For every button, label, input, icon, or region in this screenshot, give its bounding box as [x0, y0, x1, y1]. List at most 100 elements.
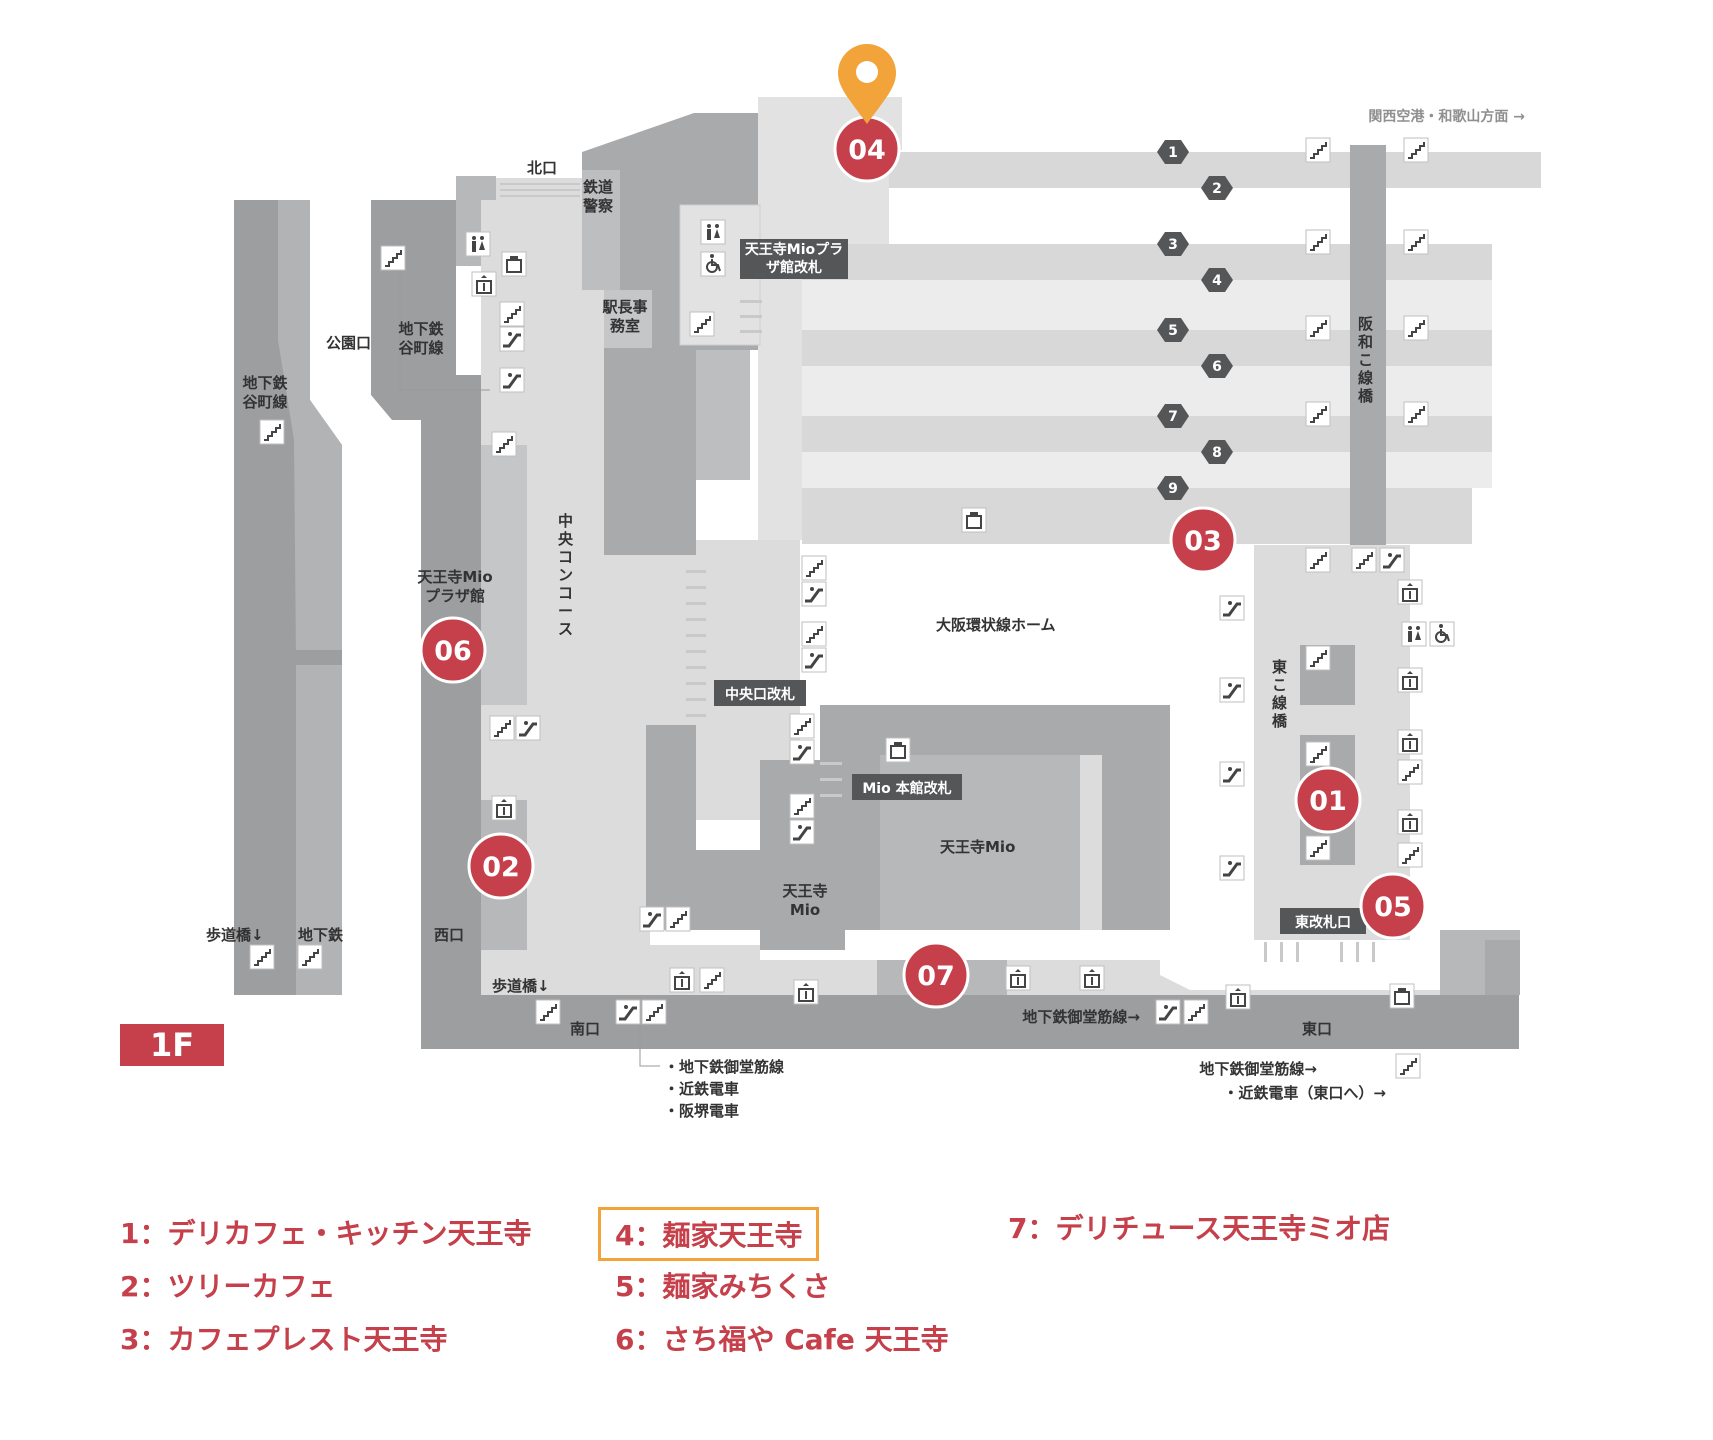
stairs-icon — [297, 944, 323, 970]
label-kitaguchi: 北口 — [527, 159, 557, 177]
location-pin-icon — [838, 44, 896, 124]
stairs-icon — [1305, 835, 1331, 861]
stairs-icon — [801, 555, 827, 581]
escalator-icon — [514, 714, 542, 742]
escalator-icon — [1218, 854, 1246, 882]
label-minamiguchi: 南口 — [570, 1020, 600, 1038]
stairs-icon — [1397, 842, 1423, 868]
ticket-machine-icon — [885, 737, 911, 763]
legend-item-3[interactable]: 3：カフェプレスト天王寺 — [120, 1323, 448, 1356]
shop-marker-03[interactable]: 03 — [1169, 506, 1237, 574]
shop-marker-01[interactable]: 01 — [1294, 766, 1362, 834]
label-midosuji-east: 地下鉄御堂筋線→ — [1199, 1060, 1317, 1078]
elevator-icon — [491, 795, 517, 821]
shop-marker-07[interactable]: 07 — [902, 941, 970, 1009]
track-numbers: 1 2 3 4 5 6 7 8 9 — [1157, 140, 1233, 500]
legend-item-4[interactable]: 4：麺家天王寺 — [598, 1207, 820, 1261]
label-tennoji-mio: 天王寺Mio — [940, 838, 1015, 856]
wheelchair-icon — [700, 251, 726, 277]
svg-text:04: 04 — [848, 135, 886, 166]
elevator-icon — [793, 979, 819, 1005]
stairs-icon — [259, 419, 285, 445]
track-4: 4 — [1201, 268, 1233, 292]
label-nishiguchi: 西口 — [434, 926, 464, 944]
escalator-icon — [788, 818, 816, 846]
stairs-icon — [789, 793, 815, 819]
legend-item-6[interactable]: 6：さち福や Cafe 天王寺 — [615, 1323, 949, 1356]
label-higashi-bridge: 東こ線橋 — [1272, 658, 1287, 730]
stairs-icon — [801, 621, 827, 647]
tag-higashi-gate: 東改札口 — [1295, 914, 1351, 931]
shop-marker-05[interactable]: 05 — [1359, 872, 1427, 940]
shop-marker-02[interactable]: 02 — [467, 832, 535, 900]
stairs-icon — [1305, 645, 1331, 671]
label-osaka-loop-home: 大阪環状線ホーム — [936, 616, 1056, 634]
stairs-icon — [1403, 315, 1429, 341]
elevator-icon — [1397, 809, 1423, 835]
label-subway-tanimachi-a: 地下鉄谷町線 — [242, 374, 287, 411]
svg-text:2: 2 — [1212, 181, 1222, 197]
svg-text:6: 6 — [1212, 359, 1222, 375]
stairs-icon — [699, 967, 725, 993]
label-hodokyo-left: 歩道橋↓ — [206, 926, 264, 944]
stairs-icon — [1351, 547, 1377, 573]
wheelchair-icon — [1429, 621, 1455, 647]
south-transfer-3: ・阪堺電車 — [664, 1102, 739, 1120]
elevator-icon — [669, 967, 695, 993]
stairs-icon — [1305, 315, 1331, 341]
label-tennoji-mio-small: 天王寺Mio — [782, 882, 827, 919]
gate-tags: 天王寺Mioプラザ館改札 中央口改札 Mio 本館改札 東改札口 — [714, 239, 1366, 934]
escalator-icon — [498, 366, 526, 394]
label-subway-tanimachi-b: 地下鉄谷町線 — [398, 320, 443, 357]
svg-text:1: 1 — [1168, 145, 1178, 161]
shop-markers: 01 02 03 04 05 06 07 — [419, 44, 1427, 1009]
label-ekicho-jimushitsu: 駅長事務室 — [602, 298, 647, 335]
restroom-icon — [1401, 621, 1427, 647]
elevator-icon — [1005, 965, 1031, 991]
escalator-icon — [1218, 760, 1246, 788]
stairs-icon — [689, 311, 715, 337]
escalator-icon — [1378, 546, 1406, 574]
label-midosuji-south: 地下鉄御堂筋線→ — [1022, 1008, 1140, 1026]
ticket-machine-icon — [961, 507, 987, 533]
shop-marker-06[interactable]: 06 — [419, 616, 487, 684]
track-7: 7 — [1157, 404, 1189, 428]
shop-marker-04[interactable]: 04 — [833, 115, 901, 183]
stairs-icon — [1403, 401, 1429, 427]
floor-badge: 1F — [120, 1024, 224, 1066]
elevator-icon — [1079, 965, 1105, 991]
escalator-icon — [800, 580, 828, 608]
track-6: 6 — [1201, 354, 1233, 378]
label-mio-plaza-kan: 天王寺Mioプラザ館 — [417, 568, 492, 605]
legend-item-2[interactable]: 2：ツリーカフェ — [120, 1270, 336, 1303]
label-tetsudo-keisatsu: 鉄道警察 — [583, 178, 613, 215]
svg-text:3: 3 — [1168, 237, 1178, 253]
stairs-icon — [1305, 547, 1331, 573]
stairs-icon — [665, 906, 691, 932]
track-5: 5 — [1157, 318, 1189, 342]
svg-text:02: 02 — [482, 852, 520, 883]
track-1: 1 — [1157, 140, 1189, 164]
label-subway-left: 地下鉄 — [298, 926, 343, 944]
stairs-icon — [1403, 229, 1429, 255]
svg-text:06: 06 — [434, 636, 472, 667]
tag-chuo-gate: 中央口改札 — [725, 686, 795, 703]
legend-item-5[interactable]: 5：麺家みちくさ — [615, 1270, 831, 1303]
escalator-icon — [614, 998, 642, 1026]
legend-item-7[interactable]: 7：デリチュース天王寺ミオ店 — [1008, 1212, 1391, 1245]
stairs-icon — [641, 999, 667, 1025]
stairs-icon — [1183, 999, 1209, 1025]
label-koenguchi: 公園口 — [326, 334, 371, 352]
tag-mio-plaza-gate: 天王寺Mioプラザ館改札 — [745, 242, 843, 276]
stairs-icon — [380, 245, 406, 271]
label-kintetsu-east: ・近鉄電車（東口へ）→ — [1223, 1084, 1386, 1102]
stairs-icon — [1305, 401, 1331, 427]
track-2: 2 — [1201, 176, 1233, 200]
escalator-icon — [1154, 998, 1182, 1026]
stairs-icon — [499, 301, 525, 327]
escalator-icon — [788, 738, 816, 766]
svg-text:1F: 1F — [150, 1026, 194, 1064]
legend-item-1[interactable]: 1：デリカフェ・キッチン天王寺 — [120, 1217, 532, 1250]
tag-mio-honkan-gate: Mio 本館改札 — [862, 780, 951, 797]
stairs-icon — [789, 713, 815, 739]
